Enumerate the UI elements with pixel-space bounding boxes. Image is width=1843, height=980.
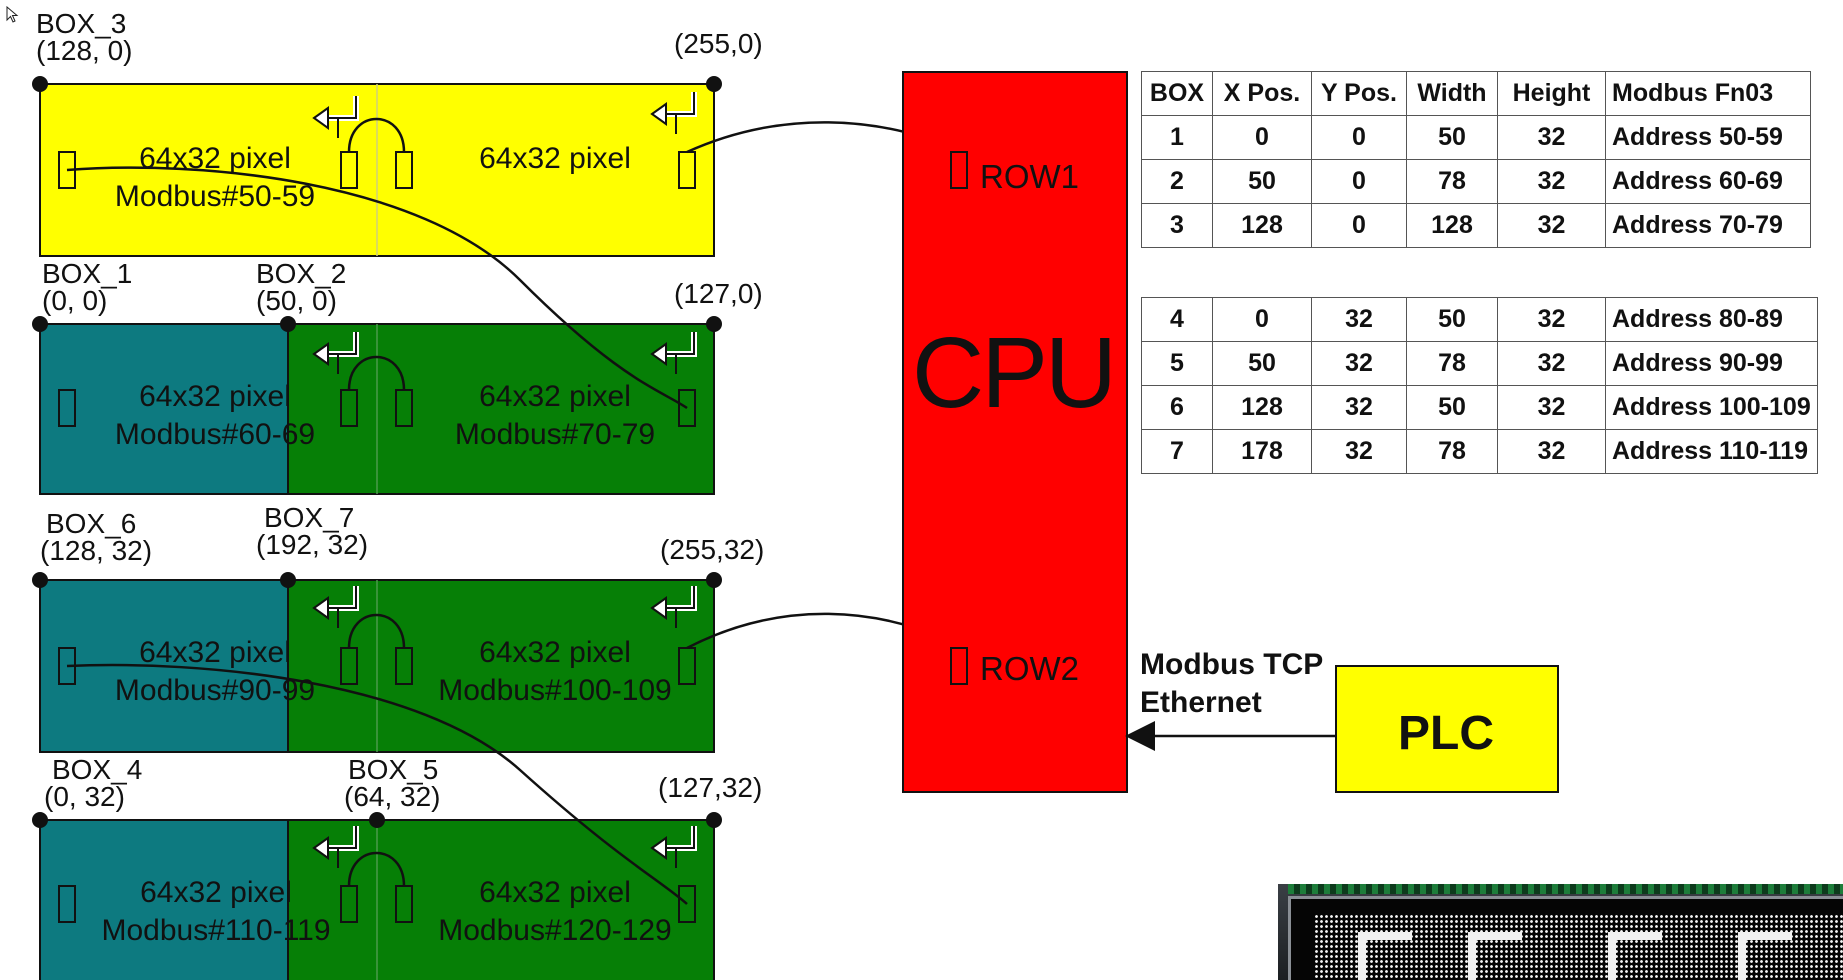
table-cell: 7 bbox=[1141, 429, 1213, 474]
corner-coord-top-right-row-a: (255,0) bbox=[674, 28, 763, 59]
cpu-label: CPU bbox=[912, 317, 1117, 429]
corner-dots bbox=[32, 76, 722, 828]
table-cell: 1 bbox=[1141, 115, 1213, 160]
table-cell: Address 60-69 bbox=[1605, 159, 1811, 204]
mouse-cursor-icon bbox=[6, 6, 19, 23]
table-cell: 0 bbox=[1212, 297, 1312, 342]
table-cell: 128 bbox=[1212, 385, 1312, 430]
table-cell: 0 bbox=[1311, 115, 1407, 160]
table-cell: 5 bbox=[1141, 341, 1213, 386]
table-cell: 32 bbox=[1311, 429, 1407, 474]
table-cell: 32 bbox=[1311, 341, 1407, 386]
table-cell: 32 bbox=[1497, 115, 1606, 160]
table-header-cell: BOX bbox=[1141, 71, 1213, 116]
table-cell: 32 bbox=[1497, 203, 1606, 248]
box6-label: BOX_6(128, 32) bbox=[40, 508, 153, 566]
box5-label: BOX_5(64, 32) bbox=[344, 754, 441, 812]
corner-coord-top-right-row-b: (127,0) bbox=[674, 278, 763, 309]
table-cell: 128 bbox=[1406, 203, 1498, 248]
table-cell: 0 bbox=[1212, 115, 1312, 160]
table-cell: 3 bbox=[1141, 203, 1213, 248]
table-cell: 32 bbox=[1497, 385, 1606, 430]
table-cell: Address 80-89 bbox=[1605, 297, 1818, 342]
panel-text-a-right: 64x32 pixel bbox=[479, 142, 631, 175]
cpu-block bbox=[902, 71, 1128, 793]
panel-row-b bbox=[39, 323, 715, 495]
led-display-photo bbox=[1278, 884, 1843, 980]
table-cell: Address 100-109 bbox=[1605, 385, 1818, 430]
row1-port bbox=[950, 151, 968, 189]
table-cell: 32 bbox=[1497, 297, 1606, 342]
plc-label: PLC bbox=[1398, 707, 1494, 760]
table-cell: 50 bbox=[1212, 159, 1312, 204]
table-cell: 50 bbox=[1406, 385, 1498, 430]
corner-coord-top-right-row-c: (255,32) bbox=[660, 534, 765, 565]
box3-label: BOX_3(128, 0) bbox=[36, 8, 133, 66]
address-table-row1: BOX X Pos. Y Pos. Width Height Modbus Fn… bbox=[1141, 71, 1811, 248]
table-cell: 78 bbox=[1406, 341, 1498, 386]
table-header-row: BOX X Pos. Y Pos. Width Height Modbus Fn… bbox=[1141, 71, 1811, 116]
table-cell: 32 bbox=[1311, 385, 1407, 430]
table-cell: 0 bbox=[1311, 159, 1407, 204]
table-header-cell: Modbus Fn03 bbox=[1605, 71, 1811, 116]
box2-label: BOX_2(50, 0) bbox=[256, 258, 347, 316]
table-header-cell: Y Pos. bbox=[1311, 71, 1407, 116]
ribbon-arcs bbox=[347, 117, 406, 887]
table-cell: 4 bbox=[1141, 297, 1213, 342]
table-cell: 32 bbox=[1311, 297, 1407, 342]
table-cell: 32 bbox=[1497, 429, 1606, 474]
table-cell: 50 bbox=[1406, 115, 1498, 160]
panel-row-d bbox=[39, 819, 715, 980]
table-cell: 128 bbox=[1212, 203, 1312, 248]
table-cell: 78 bbox=[1406, 159, 1498, 204]
box4-label: BOX_4(0, 32) bbox=[44, 754, 143, 812]
table-cell: 6 bbox=[1141, 385, 1213, 430]
corner-coord-top-right-row-d: (127,32) bbox=[658, 772, 763, 803]
table-cell: 0 bbox=[1311, 203, 1407, 248]
row1-label: ROW1 bbox=[980, 158, 1079, 195]
table-cell: 50 bbox=[1212, 341, 1312, 386]
table-cell: Address 50-59 bbox=[1605, 115, 1811, 160]
table-cell: Address 110-119 bbox=[1605, 429, 1818, 474]
row2-port bbox=[950, 647, 968, 685]
table-header-cell: X Pos. bbox=[1212, 71, 1312, 116]
table-cell: 50 bbox=[1406, 297, 1498, 342]
panel-row-a bbox=[39, 83, 715, 257]
row2-label: ROW2 bbox=[980, 650, 1079, 687]
table-header-cell: Height bbox=[1497, 71, 1606, 116]
table-cell: Address 70-79 bbox=[1605, 203, 1811, 248]
box7-label: BOX_7(192, 32) bbox=[256, 502, 369, 560]
table-header-cell: Width bbox=[1406, 71, 1498, 116]
plc-block bbox=[1335, 665, 1559, 793]
box1-label: BOX_1(0, 0) bbox=[42, 258, 133, 316]
table-cell: Address 90-99 bbox=[1605, 341, 1818, 386]
table-cell: 78 bbox=[1406, 429, 1498, 474]
table-cell: 178 bbox=[1212, 429, 1312, 474]
table-cell: 32 bbox=[1497, 341, 1606, 386]
table-cell: 32 bbox=[1497, 159, 1606, 204]
table-cell: 2 bbox=[1141, 159, 1213, 204]
